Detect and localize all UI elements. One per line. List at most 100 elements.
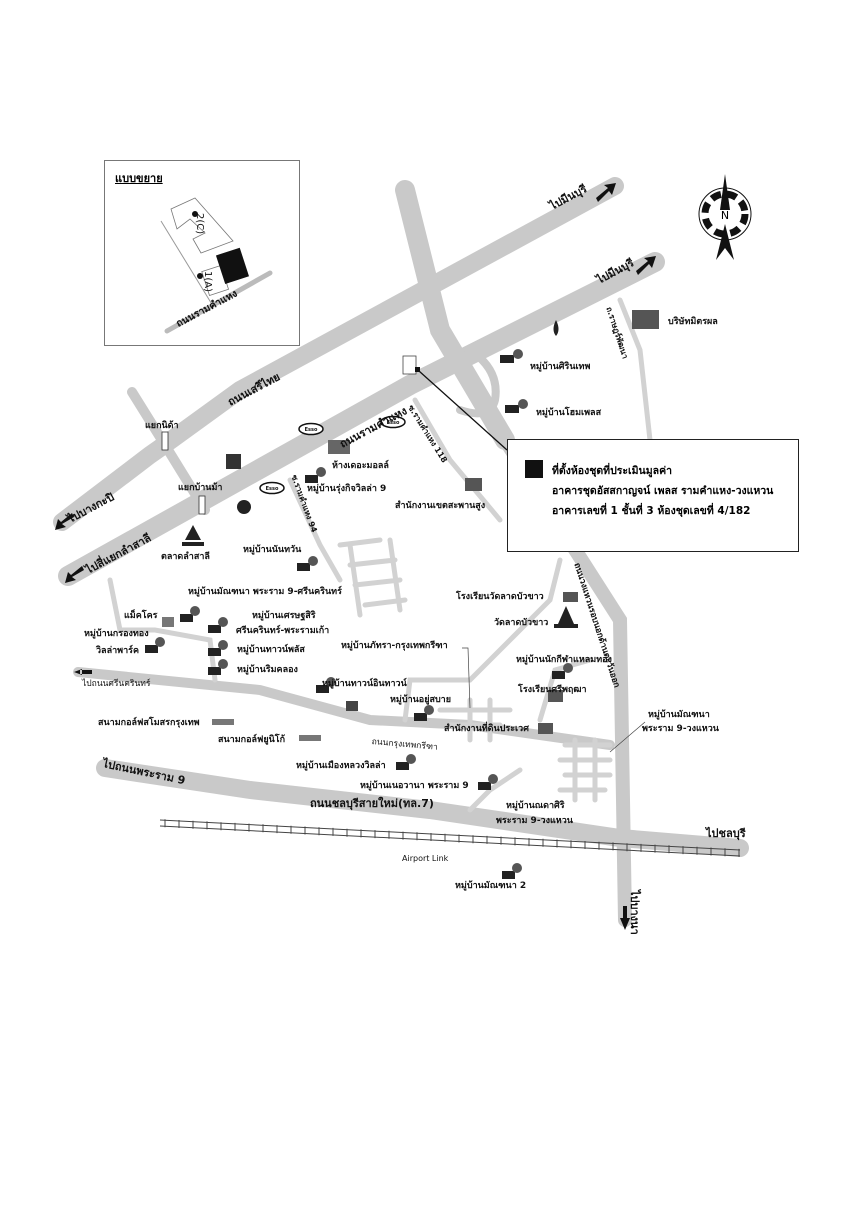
label-homeplace: หมู่บ้านโฮมเพลส: [536, 408, 602, 418]
house-icon: [505, 405, 519, 413]
label-maneeya-ring: หมู่บ้านมัณฑนา: [648, 710, 710, 720]
tree-icon: [308, 556, 318, 566]
esso-icon: [380, 415, 406, 429]
house-icon: [180, 614, 193, 622]
esso-label: Esso: [305, 427, 318, 433]
market-icon: [182, 525, 204, 546]
house-icon: [396, 762, 409, 770]
mall-icon: [328, 440, 350, 454]
label-mueang-luang: หมู่บ้านเมืองหลวงวิลล่า: [296, 761, 386, 771]
tree-icon: [488, 774, 498, 784]
inset-road: [164, 270, 273, 334]
house-icon: [208, 648, 221, 656]
inset-lane: [160, 220, 214, 307]
house-icon: [297, 563, 310, 571]
house-icon: [502, 871, 515, 879]
road-chonburi-new: [96, 759, 749, 857]
label-yoo-sabai: หมู่บ้านอยู่สบาย: [390, 695, 451, 705]
tree-icon: [316, 467, 326, 477]
label-school-wat: โรงเรียนวัดลาดบัวขาว: [456, 592, 544, 602]
label-golf-krungthep: สนามกอล์ฟสโมสรกรุงเทพ: [98, 718, 200, 728]
road-local-3: [537, 657, 593, 723]
label-to-chonburi: ไปชลบุรี: [706, 827, 746, 840]
house-icon: [500, 355, 514, 363]
bigc-icon: [226, 454, 241, 469]
label-town-in-town: หมู่บ้านทาวน์อินทาวน์: [322, 679, 407, 689]
label-maneeya-ring-2: พระราม 9-วงแหวน: [642, 724, 719, 734]
road-rat-phatthana: [617, 297, 653, 443]
leader-maneeya-ring: [609, 721, 646, 753]
label-nava-rama9: หมู่บ้านเนอวานา พระราม 9: [360, 781, 469, 791]
golf-icon: [212, 719, 234, 725]
label-krungthong: หมู่บ้านกรองทอง: [84, 629, 149, 639]
legend-title: ที่ตั้งห้องชุดที่ประเมินมูลค่า: [552, 465, 672, 477]
tree-icon: [406, 754, 416, 764]
road-soi-94: [287, 477, 343, 583]
tree-icon: [518, 399, 528, 409]
road-soi-118: [412, 397, 503, 523]
tree-icon: [218, 617, 228, 627]
esso-label: Esso: [387, 420, 400, 426]
tree-icon: [563, 663, 573, 673]
label-intersection-nida: แยกนิด้า: [145, 421, 179, 431]
inset-pin-2: [192, 211, 198, 217]
label-district-office: สำนักงานเขตสะพานสูง: [395, 501, 486, 511]
road-krungthep-kreetha: [73, 667, 615, 750]
house-icon: [316, 685, 329, 693]
house-icon: [208, 625, 221, 633]
site-marker: [402, 355, 417, 375]
legend-site-square-icon: [525, 460, 543, 478]
traffic-light-icon: [161, 431, 169, 451]
compass-north-icon: N: [698, 174, 752, 260]
label-to-bangna: ไปบางนา: [628, 890, 641, 935]
tree-icon: [155, 637, 165, 647]
inset-building-2: [170, 197, 234, 254]
tree-icon: [512, 863, 522, 873]
tree-icon: [424, 705, 434, 715]
leader-line: [418, 370, 508, 451]
leader-bhatra: [462, 647, 471, 709]
legend-box: ที่ตั้งห้องชุดที่ประเมินมูลค่า อาคารชุดอ…: [507, 439, 799, 552]
landmark-box-icon: [346, 701, 358, 711]
tree-icon: [513, 349, 523, 359]
house-icon: [478, 782, 491, 790]
golf-icon: [299, 735, 321, 741]
label-sirinthep: หมู่บ้านศิรินเทพ: [530, 362, 591, 372]
label-mitphol: บริษัทมิตรผล: [668, 317, 718, 327]
tree-icon: [326, 677, 336, 687]
arrow-to-bangna: [620, 906, 630, 930]
tree-icon: [218, 640, 228, 650]
inset-pin-1: [197, 273, 203, 279]
road-grid-3: [437, 697, 513, 743]
house-icon: [414, 713, 427, 721]
label-townplus: หมู่บ้านทาวน์พลัส: [237, 645, 305, 655]
label-wat-lat: วัดลาดบัวขาว: [494, 618, 549, 628]
label-bhatra: หมู่บ้านภัทรา-กรุงเทพกรีฑา: [341, 641, 448, 651]
label-setthasiri-2: ศรีนครินทร์-พระรามเก้า: [236, 626, 330, 636]
railway-airport-link: [159, 819, 741, 857]
arrow-to-minburi-2: [636, 256, 656, 275]
label-nantasiri: หมู่บ้านณดาศิริ: [506, 801, 565, 811]
label-maneeya-2: หมู่บ้านมัณฑนา 2: [455, 881, 527, 891]
label-land-office: สำนักงานที่ดินประเวศ: [444, 724, 529, 734]
label-rimkhlong: หมู่บ้านริมคลอง: [237, 665, 298, 675]
label-nantasiri-2: พระราม 9-วงแหวน: [496, 816, 573, 826]
inset-site-square: [215, 247, 249, 284]
traffic-light-icon: [198, 495, 206, 515]
label-intersection-ban-ma: แยกบ้านม้า: [178, 483, 223, 493]
label-the-mall: ห้างเดอะมอลล์: [332, 461, 389, 471]
label-setthasiri: หมู่บ้านเศรษฐสิริ: [252, 611, 316, 621]
esso-icon: [259, 481, 285, 495]
house-icon: [305, 475, 318, 483]
tree-icon: [218, 659, 228, 669]
esso-label: Esso: [266, 486, 279, 492]
label-maneeya-srinakarin: หมู่บ้านมัณฑนา พระราม 9-ศรีนครินทร์: [188, 587, 342, 597]
label-to-srinakarin: ไปถนนศรีนครินทร์: [82, 679, 151, 689]
makro-icon: [162, 617, 174, 627]
road-ramkhamhaeng: [58, 252, 665, 586]
label-lamsali-market: ตลาดลำสาลี: [161, 552, 210, 562]
road-local-2: [402, 557, 563, 723]
inset-label-building-2: 2(C): [194, 213, 205, 235]
road-seri-thai: [53, 177, 624, 531]
